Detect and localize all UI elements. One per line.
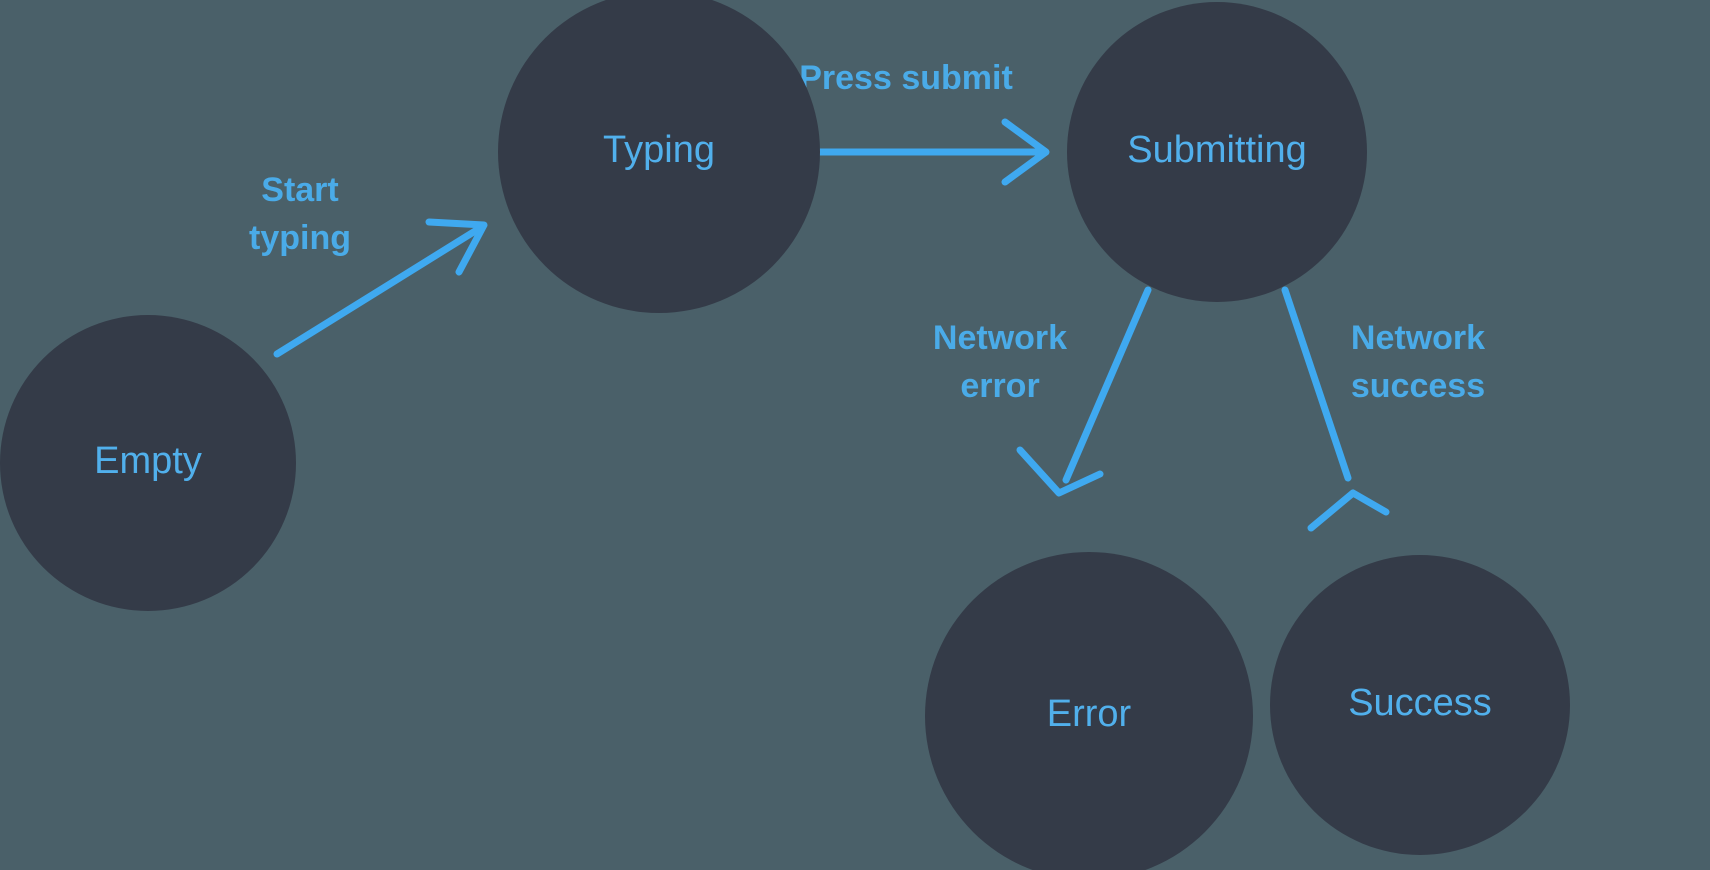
edge-label-network-success-line1: Network [1351, 319, 1485, 357]
edge-network-success-arrowhead [1307, 489, 1390, 532]
state-label-empty: Empty [94, 440, 202, 482]
state-node-empty[interactable]: Empty [0, 315, 296, 611]
edge-label-start-typing-line1: Start [261, 171, 338, 209]
state-circle-success[interactable] [1270, 555, 1570, 855]
state-label-error: Error [1047, 693, 1132, 735]
edge-network-error-line [1062, 286, 1152, 484]
state-circle-submitting[interactable] [1067, 2, 1367, 302]
state-node-typing[interactable]: Typing [498, 0, 820, 313]
edge-label-network-success-line2: success [1351, 367, 1485, 405]
state-node-success[interactable]: Success [1270, 555, 1570, 855]
edge-press-submit-arrowhead [1001, 118, 1050, 186]
edge-start-typing: Start typing [249, 171, 488, 358]
edge-network-success-line [1281, 286, 1352, 482]
state-label-submitting: Submitting [1127, 129, 1307, 171]
state-circle-empty[interactable] [0, 315, 296, 611]
edge-label-network-error-line2: error [960, 367, 1039, 405]
state-label-typing: Typing [603, 129, 715, 171]
state-node-submitting[interactable]: Submitting [1067, 2, 1367, 302]
edge-start-typing-arrowhead [425, 218, 488, 276]
edge-label-start-typing-line2: typing [249, 219, 351, 257]
edge-label-network-error-line1: Network [933, 319, 1067, 357]
state-circle-typing[interactable] [498, 0, 820, 313]
edge-network-error: Network error [933, 286, 1152, 497]
state-label-success: Success [1348, 682, 1492, 724]
state-node-error[interactable]: Error [925, 552, 1253, 870]
edge-network-success: Network success [1281, 286, 1485, 532]
state-circle-error[interactable] [925, 552, 1253, 870]
edge-start-typing-line [273, 224, 484, 358]
edge-network-error-arrowhead [1016, 446, 1104, 497]
edge-label-press-submit: Press submit [799, 59, 1013, 97]
